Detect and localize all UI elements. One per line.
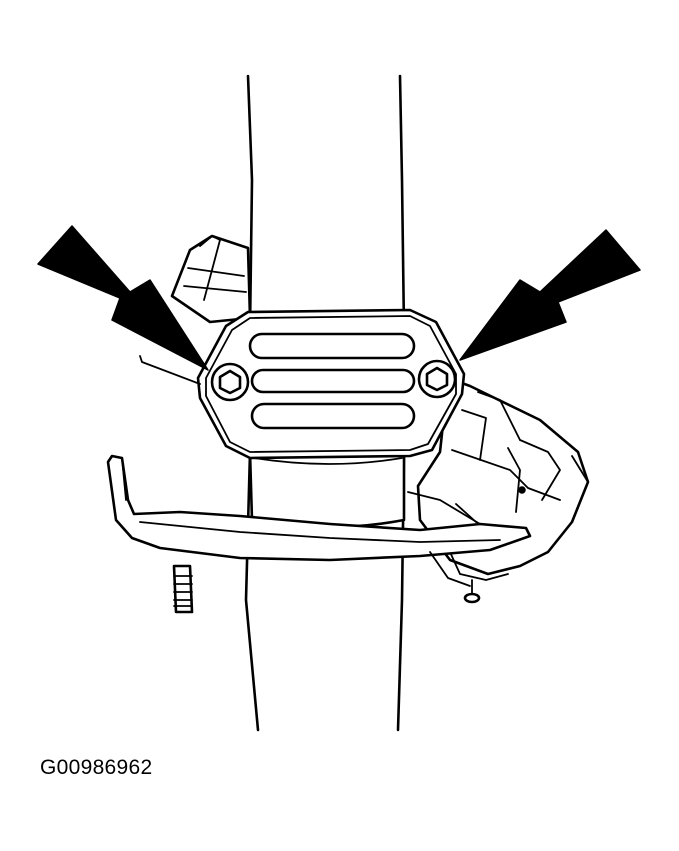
arrow-left-icon <box>37 225 209 371</box>
clamp-rib-lower <box>250 402 416 430</box>
exhaust-clamp <box>196 308 466 460</box>
bolt-icon <box>417 359 457 399</box>
leader-line-left <box>139 355 201 385</box>
bolt-icon <box>210 362 250 402</box>
arrow-right-icon <box>459 229 641 361</box>
pipe-lower-section <box>248 450 406 529</box>
clamp-rib-upper <box>248 332 416 360</box>
mounting-bracket <box>106 454 532 587</box>
clamp-rib-middle <box>250 368 416 394</box>
bracket-stud <box>172 564 194 614</box>
figure-id-label: G00986962 <box>40 756 153 779</box>
exhaust-clamp-diagram <box>37 74 641 732</box>
rear-component-upper-left <box>170 234 252 324</box>
